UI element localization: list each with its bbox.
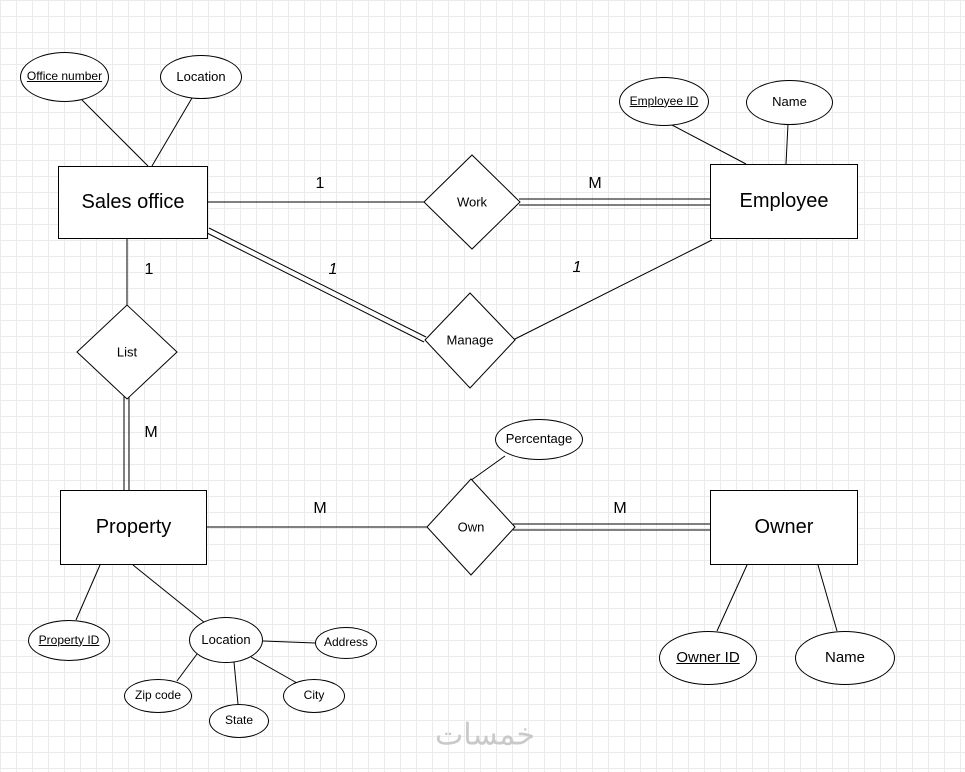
edge-location-zip (176, 653, 198, 682)
attribute-employee-name: Name (746, 80, 833, 125)
relationship-own-label: Own (457, 519, 485, 535)
edge-employee-id-employee (671, 124, 747, 165)
diamond-manage (424, 292, 516, 389)
diamond-own (426, 478, 516, 576)
attribute-percentage: Percentage (495, 419, 583, 460)
attribute-property-location: Location (189, 617, 263, 663)
diamond-list (76, 304, 178, 400)
attribute-owner-name: Name (795, 631, 895, 685)
attribute-zip-code: Zip code (124, 679, 192, 713)
cardinality-sales-list: 1 (144, 261, 154, 278)
relationship-list-label: List (116, 344, 138, 360)
attribute-state: State (209, 704, 269, 738)
edge-location-address (262, 640, 316, 644)
entity-owner: Owner (710, 490, 858, 565)
cardinality-list-property: M (144, 424, 158, 441)
cardinality-sales-manage: 1 (328, 261, 338, 278)
attribute-address-label: Address (323, 635, 369, 650)
attribute-employee-name-label: Name (772, 94, 807, 110)
attribute-office-number: Office number (20, 52, 109, 102)
edge-sales-manage-double-a (206, 232, 425, 343)
attribute-owner-id: Owner ID (659, 631, 757, 685)
edge-location-city (250, 656, 298, 684)
entity-sales-office: Sales office (58, 166, 208, 239)
entity-employee: Employee (710, 164, 858, 239)
attribute-owner-id-label: Owner ID (676, 649, 740, 667)
edge-owner-id-owner (716, 564, 748, 632)
relationship-work-label: Work (456, 194, 488, 210)
attribute-property-location-label: Location (201, 631, 251, 647)
cardinality-work-employee: M (588, 175, 602, 192)
entity-property: Property (60, 490, 207, 565)
attribute-property-id: Property ID (28, 620, 110, 661)
attribute-city-label: City (303, 688, 325, 703)
attribute-zip-code-label: Zip code (134, 688, 182, 703)
attribute-sales-location: Location (160, 55, 242, 99)
attribute-city: City (283, 679, 345, 713)
attribute-owner-name-label: Name (824, 649, 865, 667)
attribute-address: Address (315, 627, 377, 659)
attribute-property-id-label: Property ID (38, 632, 100, 647)
entity-sales-office-label: Sales office (81, 191, 185, 213)
edge-name-owner (817, 564, 838, 632)
relationship-manage-label: Manage (446, 332, 494, 348)
cardinality-sales-work: 1 (315, 175, 325, 192)
edge-location-sales (151, 97, 193, 167)
edge-location-property (132, 564, 206, 624)
edge-office-number-sales (81, 99, 149, 167)
watermark-text: خمسات (434, 718, 536, 752)
edge-sales-manage-double-b (208, 227, 427, 338)
attribute-employee-id-label: Employee ID (629, 93, 699, 108)
edge-property-id-property (75, 564, 101, 621)
attribute-sales-location-label: Location (176, 68, 226, 84)
cardinality-own-owner: M (613, 500, 627, 517)
entity-employee-label: Employee (739, 190, 829, 212)
entity-property-label: Property (95, 516, 172, 538)
cardinality-manage-employee: 1 (572, 259, 582, 276)
entity-owner-label: Owner (754, 516, 814, 538)
attribute-state-label: State (224, 713, 254, 728)
edge-location-state (233, 661, 239, 705)
edge-name-employee (785, 123, 789, 165)
cardinality-property-own: M (313, 500, 327, 517)
attribute-office-number-label: Office number (26, 69, 103, 84)
edge-employee-manage (512, 239, 713, 341)
diamond-work (423, 154, 521, 250)
edge-percentage-own (469, 455, 506, 482)
attribute-percentage-label: Percentage (505, 431, 573, 447)
attribute-employee-id: Employee ID (619, 77, 709, 126)
